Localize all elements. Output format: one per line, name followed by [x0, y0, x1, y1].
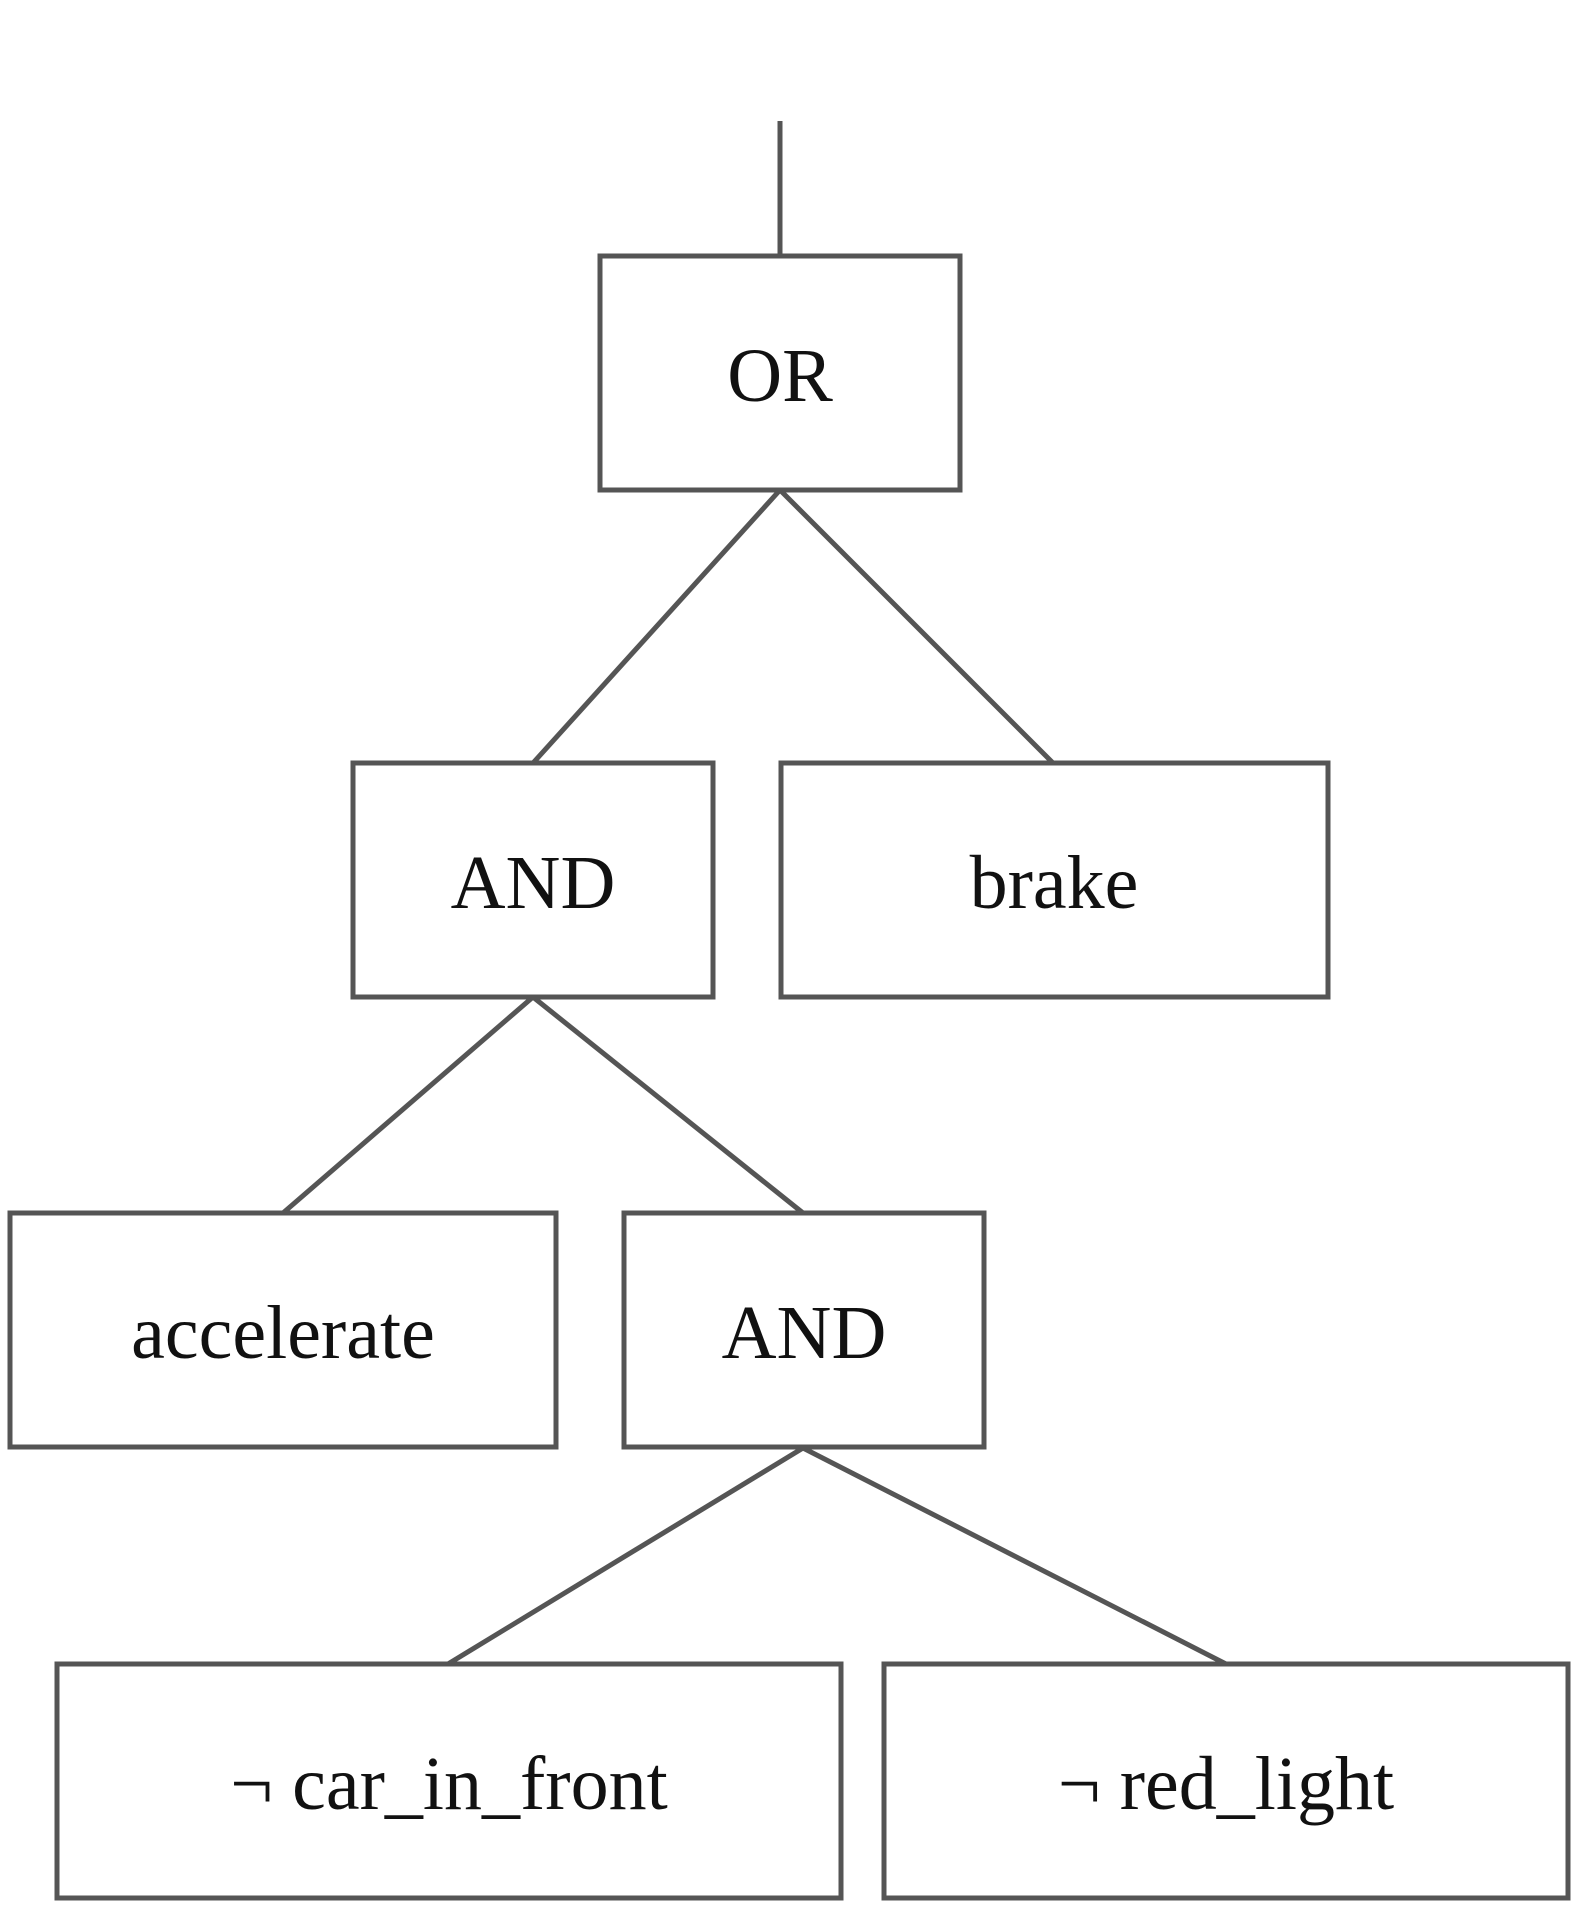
- and-node-top: AND: [350, 760, 716, 1000]
- and-node-bottom: AND: [621, 1210, 987, 1450]
- and-node-bottom-label: AND: [722, 1291, 887, 1375]
- edge-or-to-brake: [778, 488, 1055, 765]
- or-node: OR: [597, 253, 963, 493]
- brake-node: brake: [778, 760, 1331, 1000]
- edge-or-to-and-top: [531, 488, 782, 765]
- or-node-label: OR: [727, 334, 833, 418]
- not-red-light-label: ¬ red_light: [1058, 1742, 1394, 1826]
- accelerate-node: accelerate: [7, 1210, 559, 1450]
- not-red-light-node: ¬ red_light: [881, 1661, 1571, 1901]
- brake-node-label: brake: [970, 841, 1139, 925]
- not-car-in-front-label: ¬ car_in_front: [230, 1742, 667, 1826]
- edge-and-top-to-and-bottom: [531, 995, 805, 1215]
- edge-and-top-to-accelerate: [281, 995, 535, 1215]
- and-node-top-label: AND: [451, 841, 616, 925]
- not-car-in-front-node: ¬ car_in_front: [54, 1661, 844, 1901]
- edge-and-bottom-to-not-red-light: [801, 1445, 1228, 1667]
- accelerate-node-label: accelerate: [131, 1291, 435, 1375]
- edge-and-bottom-to-not-car-in-front: [446, 1445, 805, 1667]
